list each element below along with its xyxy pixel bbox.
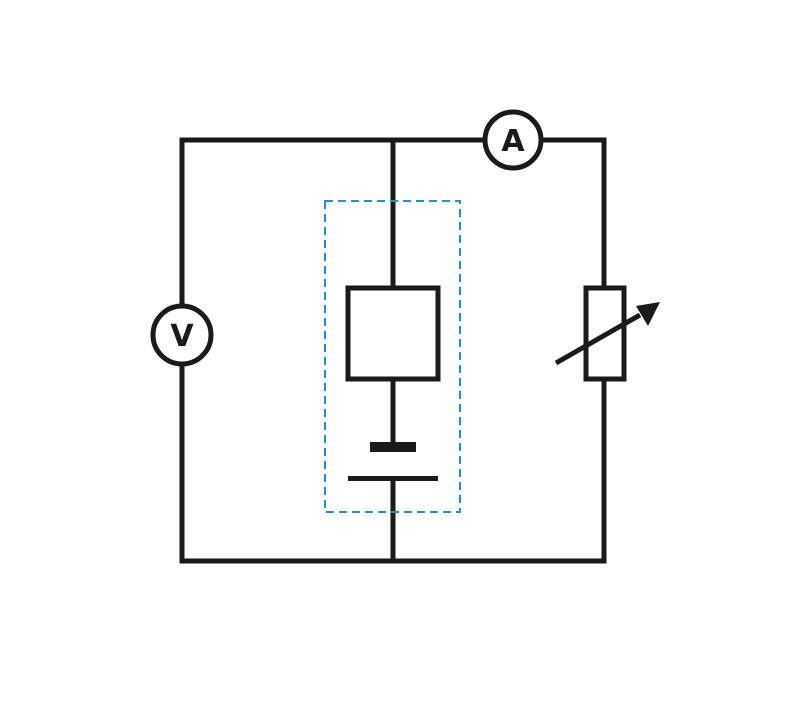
voltmeter-label: V [170,319,194,354]
variable-arrow-head [636,302,660,326]
cell-long-plate [348,476,438,481]
unknown-component-box [345,285,441,382]
cell-short-plate [370,442,416,452]
wires [179,137,607,564]
cell-icon [348,442,438,481]
ammeter-circle [482,109,544,171]
resistor-body [583,285,627,382]
voltmeter-icon: V [150,303,214,367]
ammeter-label: A [501,124,525,159]
dashed-enclosure [324,200,461,513]
voltmeter-circle [150,303,214,367]
ammeter-icon: A [482,109,544,171]
variable-arrow-shaft [554,312,642,366]
variable-resistor-icon [554,285,660,382]
